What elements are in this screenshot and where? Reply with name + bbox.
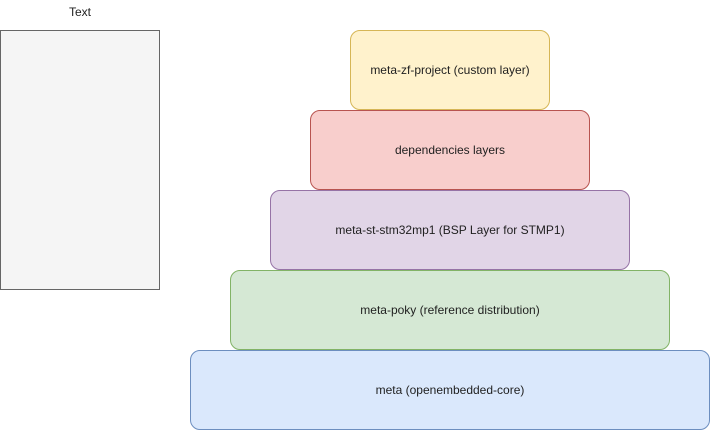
layer-bsp: meta-st-stm32mp1 (BSP Layer for STMP1) (270, 190, 630, 270)
side-panel-box (0, 30, 160, 290)
layer-custom-label: meta-zf-project (custom layer) (370, 63, 530, 77)
layer-openembedded-core: meta (openembedded-core) (190, 350, 710, 430)
layer-poky: meta-poky (reference distribution) (230, 270, 670, 350)
layer-bsp-label: meta-st-stm32mp1 (BSP Layer for STMP1) (335, 223, 565, 237)
layer-dependencies-label: dependencies layers (394, 143, 506, 157)
layer-dependencies: dependencies layers (310, 110, 590, 190)
side-panel-label: Text (68, 5, 91, 19)
layer-poky-label: meta-poky (reference distribution) (360, 303, 540, 317)
layer-custom: meta-zf-project (custom layer) (350, 30, 550, 110)
layer-openembedded-core-label: meta (openembedded-core) (375, 383, 525, 397)
